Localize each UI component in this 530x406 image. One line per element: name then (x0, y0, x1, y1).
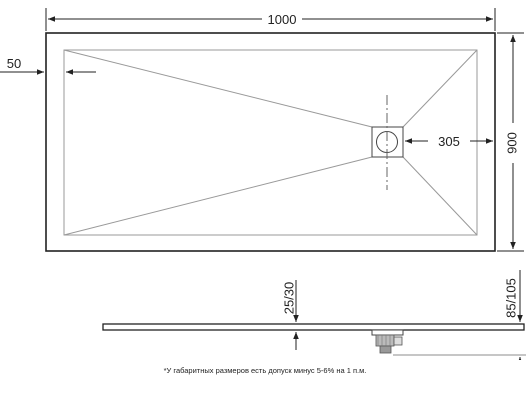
dimension-length: 1000 (45, 8, 496, 31)
side-view (102, 323, 526, 356)
slope-line (402, 49, 478, 128)
tolerance-footnote: *У габаритных размеров есть допуск минус… (163, 366, 367, 375)
tray-outline (45, 32, 496, 252)
dimension-tray-thickness: 25/30 (281, 280, 299, 350)
dimension-total-height-label: 85/105 (503, 278, 518, 318)
dimension-total-height: 85/105 (503, 270, 523, 360)
dimension-width: 900 (497, 32, 524, 252)
dimension-edge-offset-label: 50 (7, 56, 21, 71)
dimension-drain-offset: 305 (405, 134, 493, 149)
dimension-drain-offset-label: 305 (438, 134, 460, 149)
tray-profile (102, 323, 525, 331)
top-view (45, 32, 496, 252)
siphon (371, 329, 404, 354)
slope-line (63, 156, 373, 236)
technical-drawing: 1000 900 50 305 (0, 8, 526, 360)
tray-inner-border (63, 49, 478, 236)
slope-line (402, 156, 478, 236)
dimension-width-label: 900 (504, 132, 519, 154)
dimension-edge-offset: 50 (0, 56, 96, 75)
dimension-length-label: 1000 (268, 12, 297, 27)
slope-line (63, 49, 373, 128)
dimension-tray-thickness-label: 25/30 (281, 282, 296, 315)
